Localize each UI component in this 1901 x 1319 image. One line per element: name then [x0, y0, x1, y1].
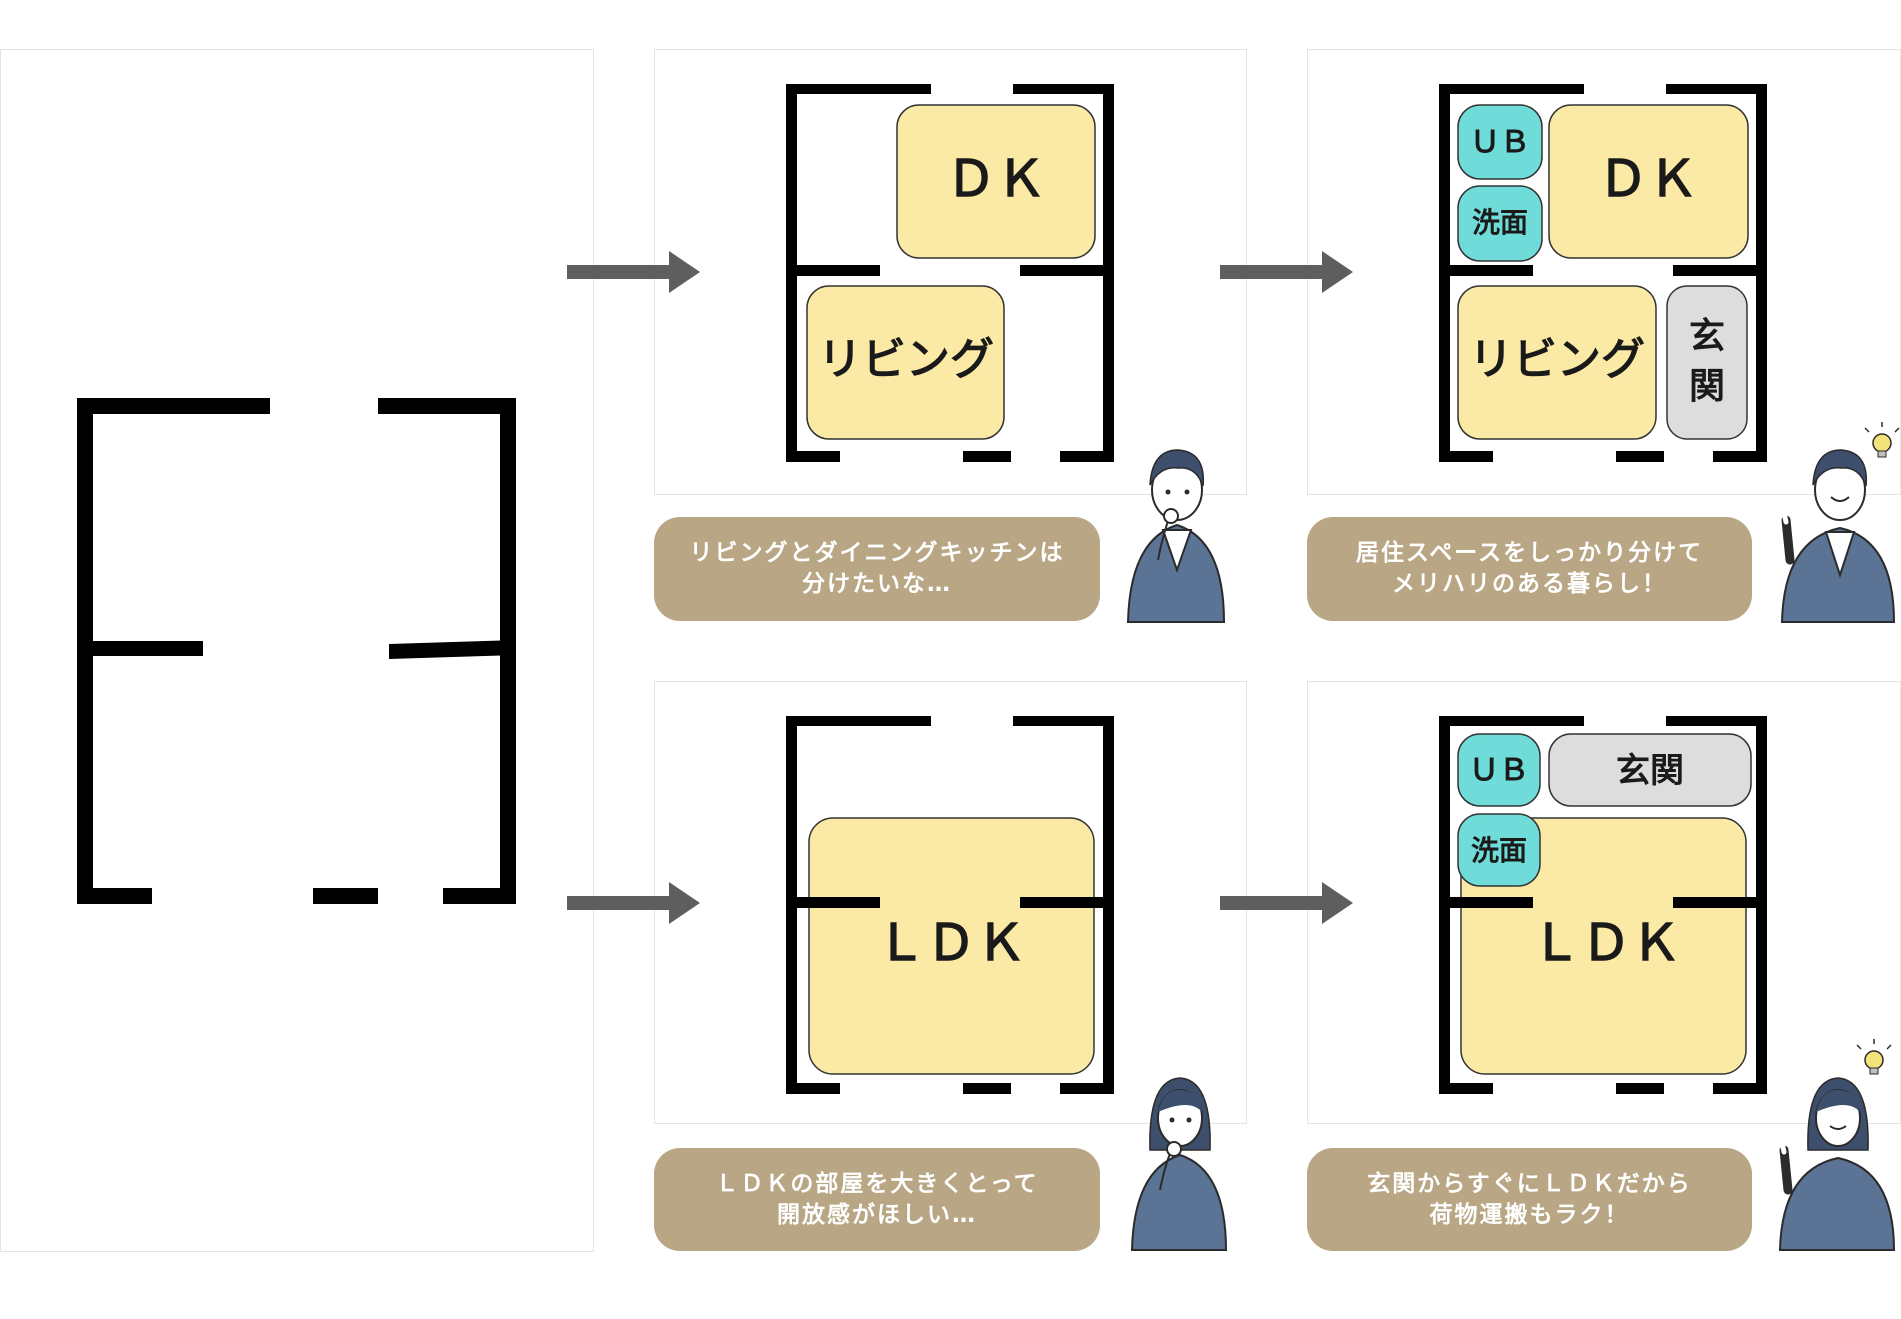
wall [786, 897, 880, 908]
room-entrance-label: 玄関 [1616, 751, 1684, 791]
caption-bottom-middle: ＬＤＫの部屋を大きくとって 開放感がほしい… [654, 1148, 1100, 1251]
wall [1439, 716, 1584, 726]
wall [1439, 897, 1533, 908]
caption-line: 荷物運搬もラク！ [1429, 1201, 1630, 1228]
caption-line: 分けたいな… [802, 571, 952, 597]
caption-line: リビングとダイニングキッチンは [689, 540, 1065, 566]
arrow-right-icon [1220, 882, 1353, 924]
room-living [806, 285, 1005, 440]
room-washroom [1457, 813, 1541, 887]
wall [1013, 84, 1114, 94]
room-dk [896, 104, 1096, 259]
wall [443, 888, 516, 904]
wall [313, 888, 378, 904]
plan-top-middle: ＤＫ リビング [786, 84, 1114, 462]
caption-line: 玄関からすぐにＬＤＫだから [1367, 1170, 1692, 1197]
lightbulb-icon [1864, 422, 1900, 458]
room-ldk [1460, 817, 1747, 1075]
base-floorplan [77, 398, 516, 904]
wall [786, 84, 931, 94]
wall [786, 716, 931, 726]
woman-thinking-icon [1130, 1077, 1228, 1251]
room-dk-label: ＤＫ [1598, 150, 1698, 208]
room-ub-label: ＵＢ [1470, 125, 1530, 160]
wall [786, 451, 840, 462]
wall [77, 641, 203, 656]
room-entrance-label-2: 関 [1689, 366, 1725, 407]
wall [1013, 716, 1114, 726]
room-ldk-label: ＬＤＫ [876, 914, 1026, 972]
caption-top-right: 居住スペースをしっかり分けて メリハリのある暮らし！ [1307, 517, 1752, 621]
wall [1713, 1083, 1767, 1094]
room-living-label: リビング [1469, 334, 1645, 385]
room-ub [1457, 733, 1541, 807]
man-thinking-icon [1126, 449, 1226, 623]
wall [786, 1083, 840, 1094]
room-ldk-label: ＬＤＫ [1531, 914, 1681, 972]
room-washroom-label: 洗面 [1471, 834, 1527, 867]
room-entrance [1666, 285, 1748, 440]
arrow-right-icon [567, 882, 700, 924]
room-washroom [1457, 185, 1543, 262]
wall [1673, 897, 1767, 908]
wall [1616, 451, 1664, 462]
wall [1439, 265, 1533, 276]
wall [77, 398, 270, 414]
room-ub [1457, 104, 1543, 180]
caption-bottom-right: 玄関からすぐにＬＤＫだから 荷物運搬もラク！ [1307, 1148, 1752, 1251]
wall [1439, 451, 1493, 462]
wall [1666, 716, 1767, 726]
wall [1020, 897, 1114, 908]
lightbulb-icon [1856, 1039, 1892, 1075]
man-idea-icon [1780, 449, 1896, 623]
room-dk [1548, 104, 1749, 259]
arrow-right-icon [567, 251, 700, 293]
wall [1673, 265, 1767, 276]
wall [1060, 451, 1114, 462]
woman-idea-icon [1778, 1077, 1896, 1251]
wall [1020, 265, 1114, 276]
room-living [1457, 285, 1657, 440]
room-living-label: リビング [818, 334, 994, 385]
caption-line: ＬＤＫの部屋を大きくとって [715, 1170, 1039, 1197]
wall [786, 265, 880, 276]
plan-bottom-right: ＬＤＫ ＵＢ 玄関 洗面 [1439, 716, 1767, 1094]
wall [1666, 84, 1767, 94]
caption-line: 開放感がほしい… [777, 1201, 977, 1228]
room-ldk [808, 817, 1095, 1075]
wall [1060, 1083, 1114, 1094]
wall [378, 398, 516, 414]
room-dk-label: ＤＫ [946, 150, 1046, 208]
wall [1439, 84, 1584, 94]
wall [1713, 451, 1767, 462]
room-ub-label: ＵＢ [1469, 753, 1529, 788]
wall [1439, 1083, 1493, 1094]
caption-line: メリハリのある暮らし！ [1392, 571, 1667, 597]
wall [389, 640, 516, 659]
wall [963, 1083, 1011, 1094]
caption-line: 居住スペースをしっかり分けて [1355, 540, 1704, 566]
room-entrance-label-1: 玄 [1689, 316, 1725, 357]
plan-top-right: ＵＢ 洗面 ＤＫ リビング 玄 関 [1439, 84, 1767, 462]
wall [1616, 1083, 1664, 1094]
wall [77, 888, 152, 904]
room-entrance [1548, 733, 1752, 807]
plan-bottom-middle: ＬＤＫ [786, 716, 1114, 1094]
caption-top-middle: リビングとダイニングキッチンは 分けたいな… [654, 517, 1100, 621]
arrow-right-icon [1220, 251, 1353, 293]
room-washroom-label: 洗面 [1472, 206, 1528, 239]
wall [963, 451, 1011, 462]
